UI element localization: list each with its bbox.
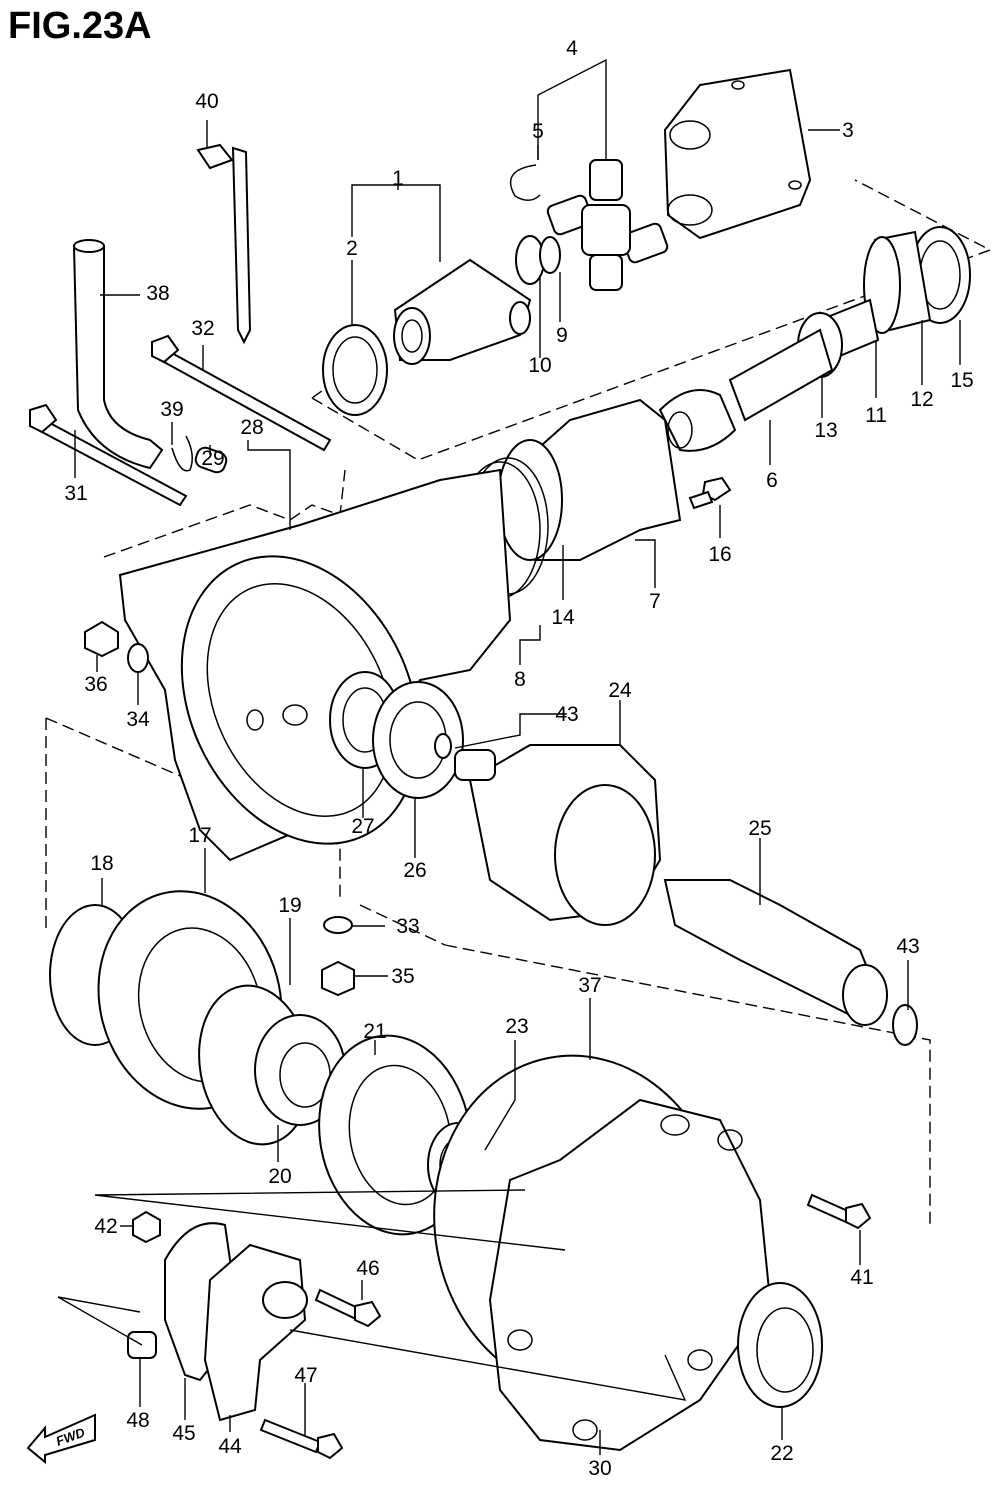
callout-15: 15	[950, 369, 973, 392]
long-bolt-31	[29, 403, 188, 507]
callout-48: 48	[126, 1409, 149, 1432]
pinion-assembly	[658, 226, 971, 452]
drain-plug	[84, 620, 119, 658]
callout-47: 47	[294, 1364, 317, 1387]
diff-lock-drum	[454, 744, 662, 926]
callout-33: 33	[396, 915, 419, 938]
flange-yoke	[663, 68, 812, 240]
callout-36: 36	[84, 673, 107, 696]
callout-46: 46	[356, 1257, 379, 1280]
callout-42: 42	[94, 1215, 117, 1238]
carrier-case	[488, 1098, 772, 1452]
hose-clip	[171, 435, 193, 472]
callout-9: 9	[556, 324, 568, 347]
gasket-33	[323, 916, 353, 934]
callout-21: 21	[363, 1020, 386, 1043]
side-shaft	[663, 879, 888, 1026]
hose	[72, 239, 164, 470]
callout-39: 39	[160, 398, 183, 421]
oil-seal-2	[322, 324, 388, 416]
forward-arrow-icon: FWD	[26, 1413, 96, 1465]
callout-10: 10	[528, 354, 551, 377]
callout-6: 6	[766, 469, 778, 492]
oil-seal-22	[737, 1282, 823, 1408]
callout-labels: 1 2 3 4 5 6 7 8 9 10 11 12 13 14 15 16 1…	[64, 37, 973, 1480]
callout-43-upper: 43	[555, 703, 578, 726]
callout-44: 44	[218, 1435, 242, 1458]
filler-plug	[321, 960, 355, 997]
callout-43-lower: 43	[896, 935, 919, 958]
bolt-46	[314, 1288, 382, 1328]
bearing-26	[372, 681, 464, 799]
circlip-5	[509, 164, 541, 201]
snap-ring-43a	[434, 733, 452, 759]
nut-42	[132, 1210, 161, 1244]
callout-14: 14	[551, 606, 575, 629]
callout-1: 1	[392, 167, 404, 190]
callout-45: 45	[172, 1422, 195, 1445]
callout-31: 31	[64, 482, 87, 505]
dowel-pin	[194, 446, 228, 474]
callout-38: 38	[146, 282, 169, 305]
actuator-housing	[203, 1243, 308, 1422]
figure-title: FIG.23A	[8, 5, 152, 47]
callout-7: 7	[649, 590, 661, 613]
callout-28: 28	[240, 416, 263, 439]
companion-yoke	[393, 258, 532, 365]
callout-25: 25	[748, 817, 771, 840]
callout-37: 37	[578, 974, 601, 997]
dashed-boundary-left	[103, 469, 346, 558]
gasket-34	[127, 643, 149, 673]
callout-5: 5	[532, 120, 544, 143]
callout-12: 12	[910, 388, 933, 411]
callout-19: 19	[278, 894, 301, 917]
leader-lines	[74, 58, 961, 1455]
callout-34: 34	[126, 708, 150, 731]
callout-4: 4	[566, 37, 578, 60]
callout-11: 11	[865, 404, 887, 427]
callout-8: 8	[514, 668, 526, 691]
callout-32: 32	[191, 317, 214, 340]
callout-24: 24	[608, 679, 632, 702]
callout-30: 30	[588, 1457, 611, 1480]
breather-pipe	[196, 143, 252, 345]
callout-27: 27	[351, 815, 374, 838]
callout-26: 26	[403, 859, 426, 882]
callout-13: 13	[814, 419, 837, 442]
differential-housing	[118, 468, 512, 862]
callout-22: 22	[770, 1442, 793, 1465]
guide-lines-48	[57, 1296, 143, 1346]
snap-ring-43b	[892, 1004, 918, 1046]
callout-20: 20	[268, 1165, 291, 1188]
callout-3: 3	[842, 119, 854, 142]
callout-29: 29	[201, 447, 224, 470]
guide-lines-44	[289, 1329, 687, 1401]
callout-2: 2	[346, 237, 358, 260]
callout-23: 23	[505, 1015, 528, 1038]
callout-17: 17	[188, 824, 211, 847]
universal-joint	[546, 159, 669, 291]
callout-40: 40	[195, 90, 218, 113]
long-bolt-32	[151, 334, 332, 452]
callout-16: 16	[708, 543, 731, 566]
callout-18: 18	[90, 852, 113, 875]
guide-lines-42	[94, 1189, 566, 1251]
bolt-47	[259, 1418, 344, 1460]
callout-41: 41	[850, 1266, 873, 1289]
callout-35: 35	[391, 965, 414, 988]
snap-ring-9	[539, 236, 561, 274]
bolt-41	[806, 1193, 872, 1230]
bolt-16	[688, 476, 732, 510]
